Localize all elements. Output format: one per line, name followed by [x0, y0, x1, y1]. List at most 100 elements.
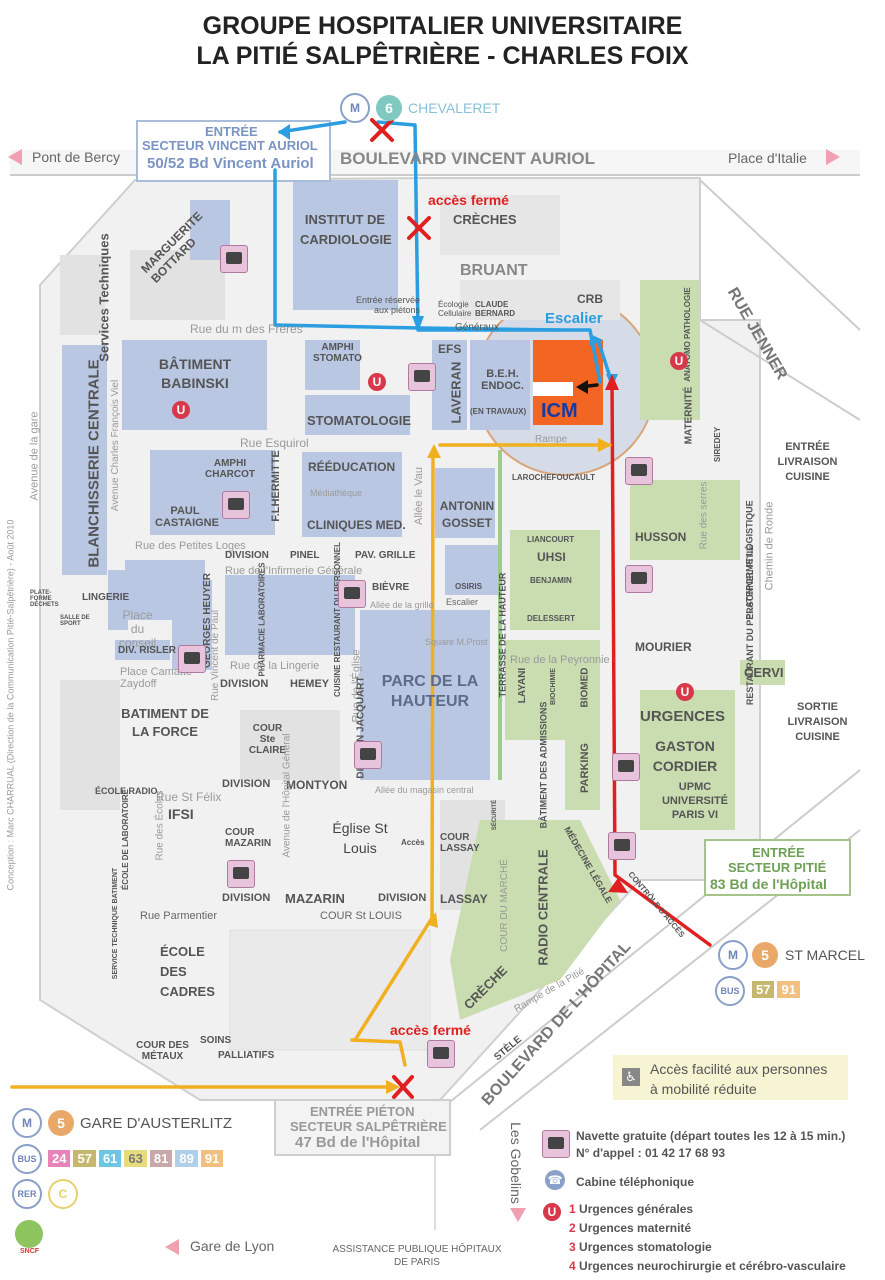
sncf-text: SNCF — [20, 1248, 40, 1255]
bld-restaurant-pitie: RESTAURANT DU PERSONNEL PITIÉ — [745, 544, 756, 706]
bld-radio-centrale: RADIO CENTRALE — [535, 849, 551, 966]
bld-uhsi: UHSI — [537, 550, 566, 564]
bld-icm: ICM — [541, 400, 578, 422]
bld-flhermitte: F.LHERMITTE — [269, 450, 282, 522]
bld-efs: EFS — [438, 342, 462, 356]
legend-mobility-box — [613, 1055, 848, 1100]
street-rue-parmentier: Rue Parmentier — [140, 910, 218, 922]
bld-maternite: MATERNITÉ — [683, 386, 695, 445]
bld-cour-metaux: COUR DES MÉTAUX — [136, 1040, 189, 1062]
street-rue-esquirol: Rue Esquirol — [240, 436, 309, 450]
legend-urgence-icon: U — [543, 1203, 561, 1221]
bus-chip: 24 — [48, 1150, 71, 1167]
legend-urgence-item: 1 Urgences générales — [569, 1202, 694, 1216]
metro-line-6-badge: 6 — [376, 95, 402, 121]
bld-amphi-stomato: AMPHI STOMATO — [313, 342, 362, 364]
street-petites-loges: Rue des Petites Loges — [135, 540, 246, 552]
bus-chip: 81 — [149, 1150, 173, 1167]
shuttle-stop-icon — [338, 580, 366, 608]
shuttle-stop-icon — [608, 832, 636, 860]
bus-chip: 89 — [175, 1150, 198, 1167]
bld-ecole-cadres: ÉCOLE DES CADRES — [160, 944, 215, 999]
bld-larochefoucault: LAROCHEFOUCAULT — [512, 473, 595, 482]
text-acces: Accès — [401, 838, 425, 847]
street-rue-infirmerie: Rue de l'Infirmerie Générale — [225, 565, 363, 577]
bld-service-batiment: SERVICE TECHNIQUE BATIMENT — [112, 867, 120, 980]
wheelchair-icon: ♿ — [622, 1068, 640, 1086]
metro-icon-austerlitz: M — [12, 1108, 42, 1138]
bld-urgences: URGENCES — [640, 708, 726, 725]
bld-lassay: LASSAY — [440, 892, 488, 906]
legend-mobility-line2: à mobilité réduite — [650, 1081, 757, 1097]
legend-navette-line1: Navette gratuite (départ toutes les 12 à… — [576, 1129, 846, 1143]
street-cour-marche: COUR DU MARCHÉ — [498, 859, 510, 952]
shuttle-stop-icon — [612, 753, 640, 781]
bld-benjamin: BENJAMIN — [530, 576, 572, 585]
legend-cabine: Cabine téléphonique — [576, 1175, 695, 1189]
bld-cour-lassay: COUR LASSAY — [440, 832, 480, 854]
shuttle-stop-icon — [227, 860, 255, 888]
bld-mazarin: MAZARIN — [285, 891, 345, 906]
urgence-2-icon: U — [670, 352, 688, 370]
annotation-acces-ferme-bottom: accès fermé — [390, 1022, 471, 1038]
bld-upmc: UPMC UNIVERSITÉ PARIS VI — [661, 781, 728, 821]
bld-antonin-gosset: ANTONIN GOSSET — [439, 499, 495, 530]
text-place-conseil: Place du conseil — [118, 608, 157, 650]
legend-mobility-line1: Accès facilité aux personnes — [650, 1061, 828, 1077]
entrance-pitie-line3: 83 Bd de l'Hôpital — [710, 876, 827, 892]
bld-beh-travaux: (EN TRAVAUX) — [470, 407, 527, 416]
urgence-1-icon: U — [676, 683, 694, 701]
street-rue-peyronnie: Rue de la Peyronnie — [510, 654, 610, 666]
bld-div-risler: DIV. RISLER — [118, 645, 176, 656]
bld-division-b: DIVISION — [220, 678, 269, 690]
entrance-salpetriere-line2: SECTEUR SALPÊTRIÈRE — [290, 1119, 447, 1134]
metro-line-5-st-marcel: 5 — [752, 942, 778, 968]
bld-division-c: DIVISION — [222, 778, 271, 790]
bld-babinski: BÂTIMENT BABINSKI — [158, 356, 232, 391]
entrance-auriol-line3: 50/52 Bd Vincent Auriol — [147, 155, 314, 172]
text-place-camatte: Place Camatte Zaydoff — [120, 666, 193, 690]
text-cour-st-louis: COUR St LOUIS — [320, 910, 402, 922]
entrance-pitie-line1: ENTRÉE — [752, 845, 805, 860]
bld-bievre: BIÈVRE — [372, 582, 410, 593]
map-title-line2: LA PITIÉ SALPÊTRIÈRE - CHARLES FOIX — [196, 42, 689, 70]
shuttle-stop-icon — [220, 245, 248, 273]
bld-parc-hauteur: PARC DE LA HAUTEUR — [381, 673, 479, 710]
annotation-acces-ferme-top: accès fermé — [428, 192, 509, 208]
bus-chip: 91 — [200, 1150, 224, 1167]
street-allee-magasin: Allée du magasin central — [375, 785, 474, 795]
bld-cuisine: CUISINE RESTAURANT DU PERSONNEL — [332, 542, 342, 697]
bld-division-a: DIVISION — [225, 550, 269, 561]
street-allee-vau: Allée le Vau — [412, 467, 425, 525]
annotation-sortie-livraison: SORTIE LIVRAISON CUISINE — [787, 701, 848, 743]
bld-crb: CRB — [577, 292, 603, 306]
text-entree-reservee: Entrée réservée aux piétons — [355, 295, 420, 315]
bld-ifsi: IFSI — [168, 806, 194, 822]
bld-mourier: MOURIER — [635, 640, 692, 654]
legend-urgence-item: 4 Urgences neurochirurgie et cérébro-vas… — [569, 1259, 846, 1273]
street-rue-lingerie: Rue de la Lingerie — [230, 660, 320, 672]
street-bd-auriol: BOULEVARD VINCENT AURIOL — [340, 149, 595, 168]
map-title-line1: GROUPE HOSPITALIER UNIVERSITAIRE — [202, 12, 683, 40]
shuttle-stop-icon — [222, 491, 250, 519]
shuttle-stop-icon — [408, 363, 436, 391]
legend-urgence-item: 3 Urgences stomatologie — [569, 1240, 712, 1254]
entrance-auriol-line1: ENTRÉE — [205, 124, 258, 139]
dir-place-italie: Place d'Italie — [728, 150, 807, 166]
dir-gare-lyon: Gare de Lyon — [190, 1238, 275, 1254]
street-chemin-ronde: Chemin de Ronde — [763, 501, 776, 591]
bld-salle-sport: SALLE DE SPORT — [60, 615, 90, 627]
bld-osiris: OSIRIS — [455, 582, 483, 591]
bld-cliniques: CLINIQUES MED. — [307, 518, 406, 532]
aphp-logo: ASSISTANCE PUBLIQUE HÔPITAUX DE PARIS — [332, 1244, 502, 1268]
street-rampe: Rampe — [535, 434, 568, 445]
bld-husson: HUSSON — [635, 530, 687, 544]
station-st-marcel: ST MARCEL — [785, 947, 865, 963]
bld-layani: LAYANI — [517, 667, 529, 704]
shuttle-stop-icon — [427, 1040, 455, 1068]
street-rue-freres: Rue du m des Frères — [190, 322, 303, 336]
street-av-hopital-general: Avenue de l'Hôpital Général — [281, 733, 293, 858]
dir-pont-bercy: Pont de Bercy — [32, 149, 120, 165]
